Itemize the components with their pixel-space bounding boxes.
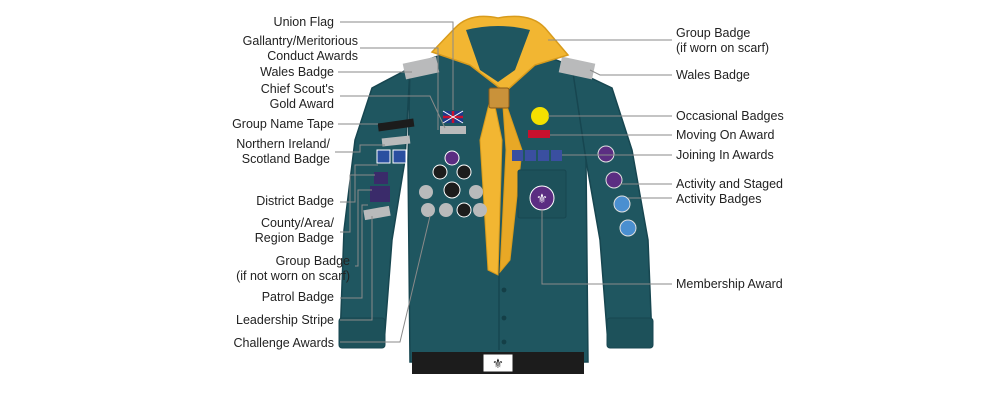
occasional-badge <box>531 107 549 125</box>
leadership-stripe <box>363 205 391 221</box>
activity-badge <box>619 219 637 237</box>
northern-ireland-scotland-badge <box>381 135 411 147</box>
scarf-tail-left <box>479 91 503 276</box>
label-district-badge: District Badge <box>256 194 334 208</box>
label-patrol-badge: Patrol Badge <box>261 290 334 304</box>
joining-in-award <box>551 150 562 161</box>
patrol-badge <box>370 186 390 202</box>
scarf-collar-inner <box>466 26 530 82</box>
group-name-tape-badge <box>377 118 415 132</box>
group-badge-sleeve <box>374 172 388 184</box>
challenge-award-badge <box>421 203 435 217</box>
district-badge <box>376 149 391 164</box>
scarf-woggle <box>488 87 510 109</box>
label-membership-award: Membership Award <box>676 277 783 291</box>
label-leadership-stripe: Leadership Stripe <box>236 313 334 327</box>
challenge-award-badge <box>456 164 472 180</box>
leader-lines <box>335 21 672 343</box>
label-union-flag: Union Flag <box>273 15 334 29</box>
buckle-fleur-de-lis-icon: ⚜ <box>492 356 504 371</box>
left-epaulette-wales-badge <box>402 56 440 80</box>
challenge-award-badge <box>456 202 472 218</box>
shirt-button <box>501 339 507 345</box>
right-cuff <box>606 317 654 349</box>
joining-in-award <box>525 150 536 161</box>
label-wales-badge-right: Wales Badge <box>676 68 750 82</box>
challenge-award-badge <box>473 203 487 217</box>
label-group-badge-scarf: Group Badge(if worn on scarf) <box>676 26 770 55</box>
label-group-name-tape: Group Name Tape <box>232 117 334 131</box>
label-ni-scotland: Northern Ireland/Scotland Badge <box>236 137 330 166</box>
joining-in-award <box>538 150 549 161</box>
activity-badge <box>605 171 623 189</box>
label-moving-on-award: Moving On Award <box>676 128 775 142</box>
challenge-awards <box>419 150 487 218</box>
scarf-tail-right <box>499 91 523 274</box>
belt-buckle <box>482 353 514 373</box>
label-occasional-badges: Occasional Badges <box>676 109 784 123</box>
label-county-badge: County/Area/Region Badge <box>254 216 334 245</box>
joining-in-awards <box>512 150 562 161</box>
challenge-award-badge <box>439 203 453 217</box>
label-challenge-awards: Challenge Awards <box>233 336 334 350</box>
union-flag-diag <box>442 110 464 124</box>
shirt-button <box>501 287 507 293</box>
activity-badges <box>597 145 637 237</box>
activity-badge <box>597 145 615 163</box>
shirt-button <box>501 315 507 321</box>
left-cuff <box>338 317 386 349</box>
activity-badge <box>613 195 631 213</box>
county-badge <box>392 149 407 164</box>
label-group-badge-sleeve: Group Badge(if not worn on scarf) <box>236 254 350 283</box>
right-epaulette-wales-badge <box>558 56 596 80</box>
joining-in-award <box>512 150 523 161</box>
chief-scout-gold-award-badge <box>440 126 466 134</box>
challenge-award-badge <box>444 150 460 166</box>
challenge-award-badge <box>419 185 433 199</box>
moving-on-award-badge <box>528 130 550 138</box>
label-joining-in-awards: Joining In Awards <box>676 148 774 162</box>
challenge-award-badge <box>432 164 448 180</box>
label-wales-badge-left: Wales Badge <box>260 65 334 79</box>
challenge-award-badge <box>443 181 461 199</box>
membership-fleur-de-lis-icon: ⚜ <box>536 191 548 206</box>
challenge-award-badge <box>469 185 483 199</box>
